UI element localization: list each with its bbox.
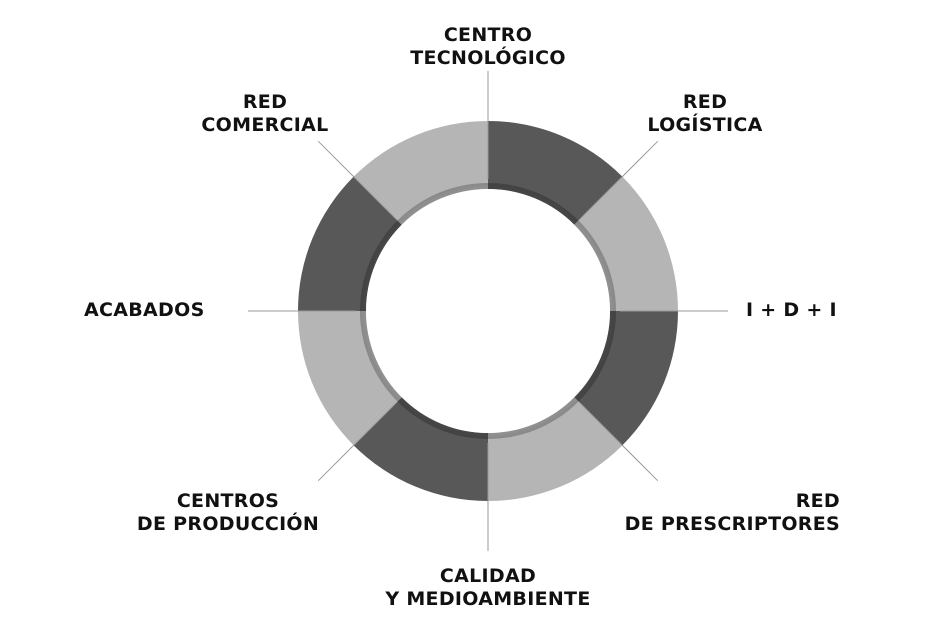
connector-line-4 xyxy=(580,403,659,482)
label-idi: I + D + I xyxy=(746,299,837,321)
label-calidad-medioambiente: CALIDAD Y MEDIOAMBIENTE xyxy=(385,565,591,610)
label-acabados: ACABADOS xyxy=(84,299,205,321)
ring-segment-2 xyxy=(574,176,678,311)
ring-segment-6 xyxy=(298,311,402,446)
connector-lines xyxy=(248,71,728,551)
ring-segment-8 xyxy=(353,121,488,225)
center-hole xyxy=(366,189,610,433)
connector-line-2 xyxy=(580,140,659,219)
ring-segments xyxy=(298,121,678,501)
connector-line-8 xyxy=(317,140,396,219)
label-red-logistica: RED LOGÍSTICA xyxy=(647,91,763,136)
label-red-prescriptores: RED DE PRESCRIPTORES xyxy=(624,490,840,535)
ring-segment-4 xyxy=(488,397,623,501)
ring-segment-1 xyxy=(488,121,623,225)
ring-segment-5 xyxy=(353,397,488,501)
ring-segment-7 xyxy=(298,176,402,311)
connector-line-6 xyxy=(317,403,396,482)
label-red-comercial: RED COMERCIAL xyxy=(201,91,329,136)
label-centro-tecnologico: CENTRO TECNOLÓGICO xyxy=(410,24,566,69)
ring-segment-3 xyxy=(574,311,678,446)
label-centros-produccion: CENTROS DE PRODUCCIÓN xyxy=(136,490,320,535)
